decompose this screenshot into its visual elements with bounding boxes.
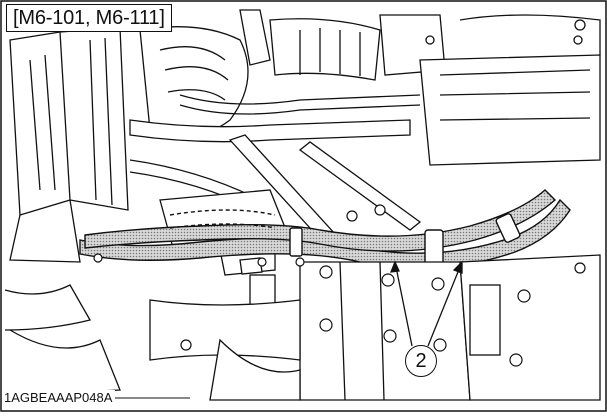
left-frame-panel	[4, 27, 129, 396]
hydraulic-hoses	[79, 189, 571, 271]
figure-code: 1AGBEAAAP048A	[4, 390, 116, 405]
callout-number: 2	[405, 345, 437, 377]
engine-upper-assembly	[139, 9, 601, 166]
bolt-heads	[93, 204, 586, 367]
model-label: [M6-101, M6-111]	[6, 4, 172, 32]
callout-leader-lines	[389, 260, 463, 347]
middle-pipes	[129, 94, 422, 251]
